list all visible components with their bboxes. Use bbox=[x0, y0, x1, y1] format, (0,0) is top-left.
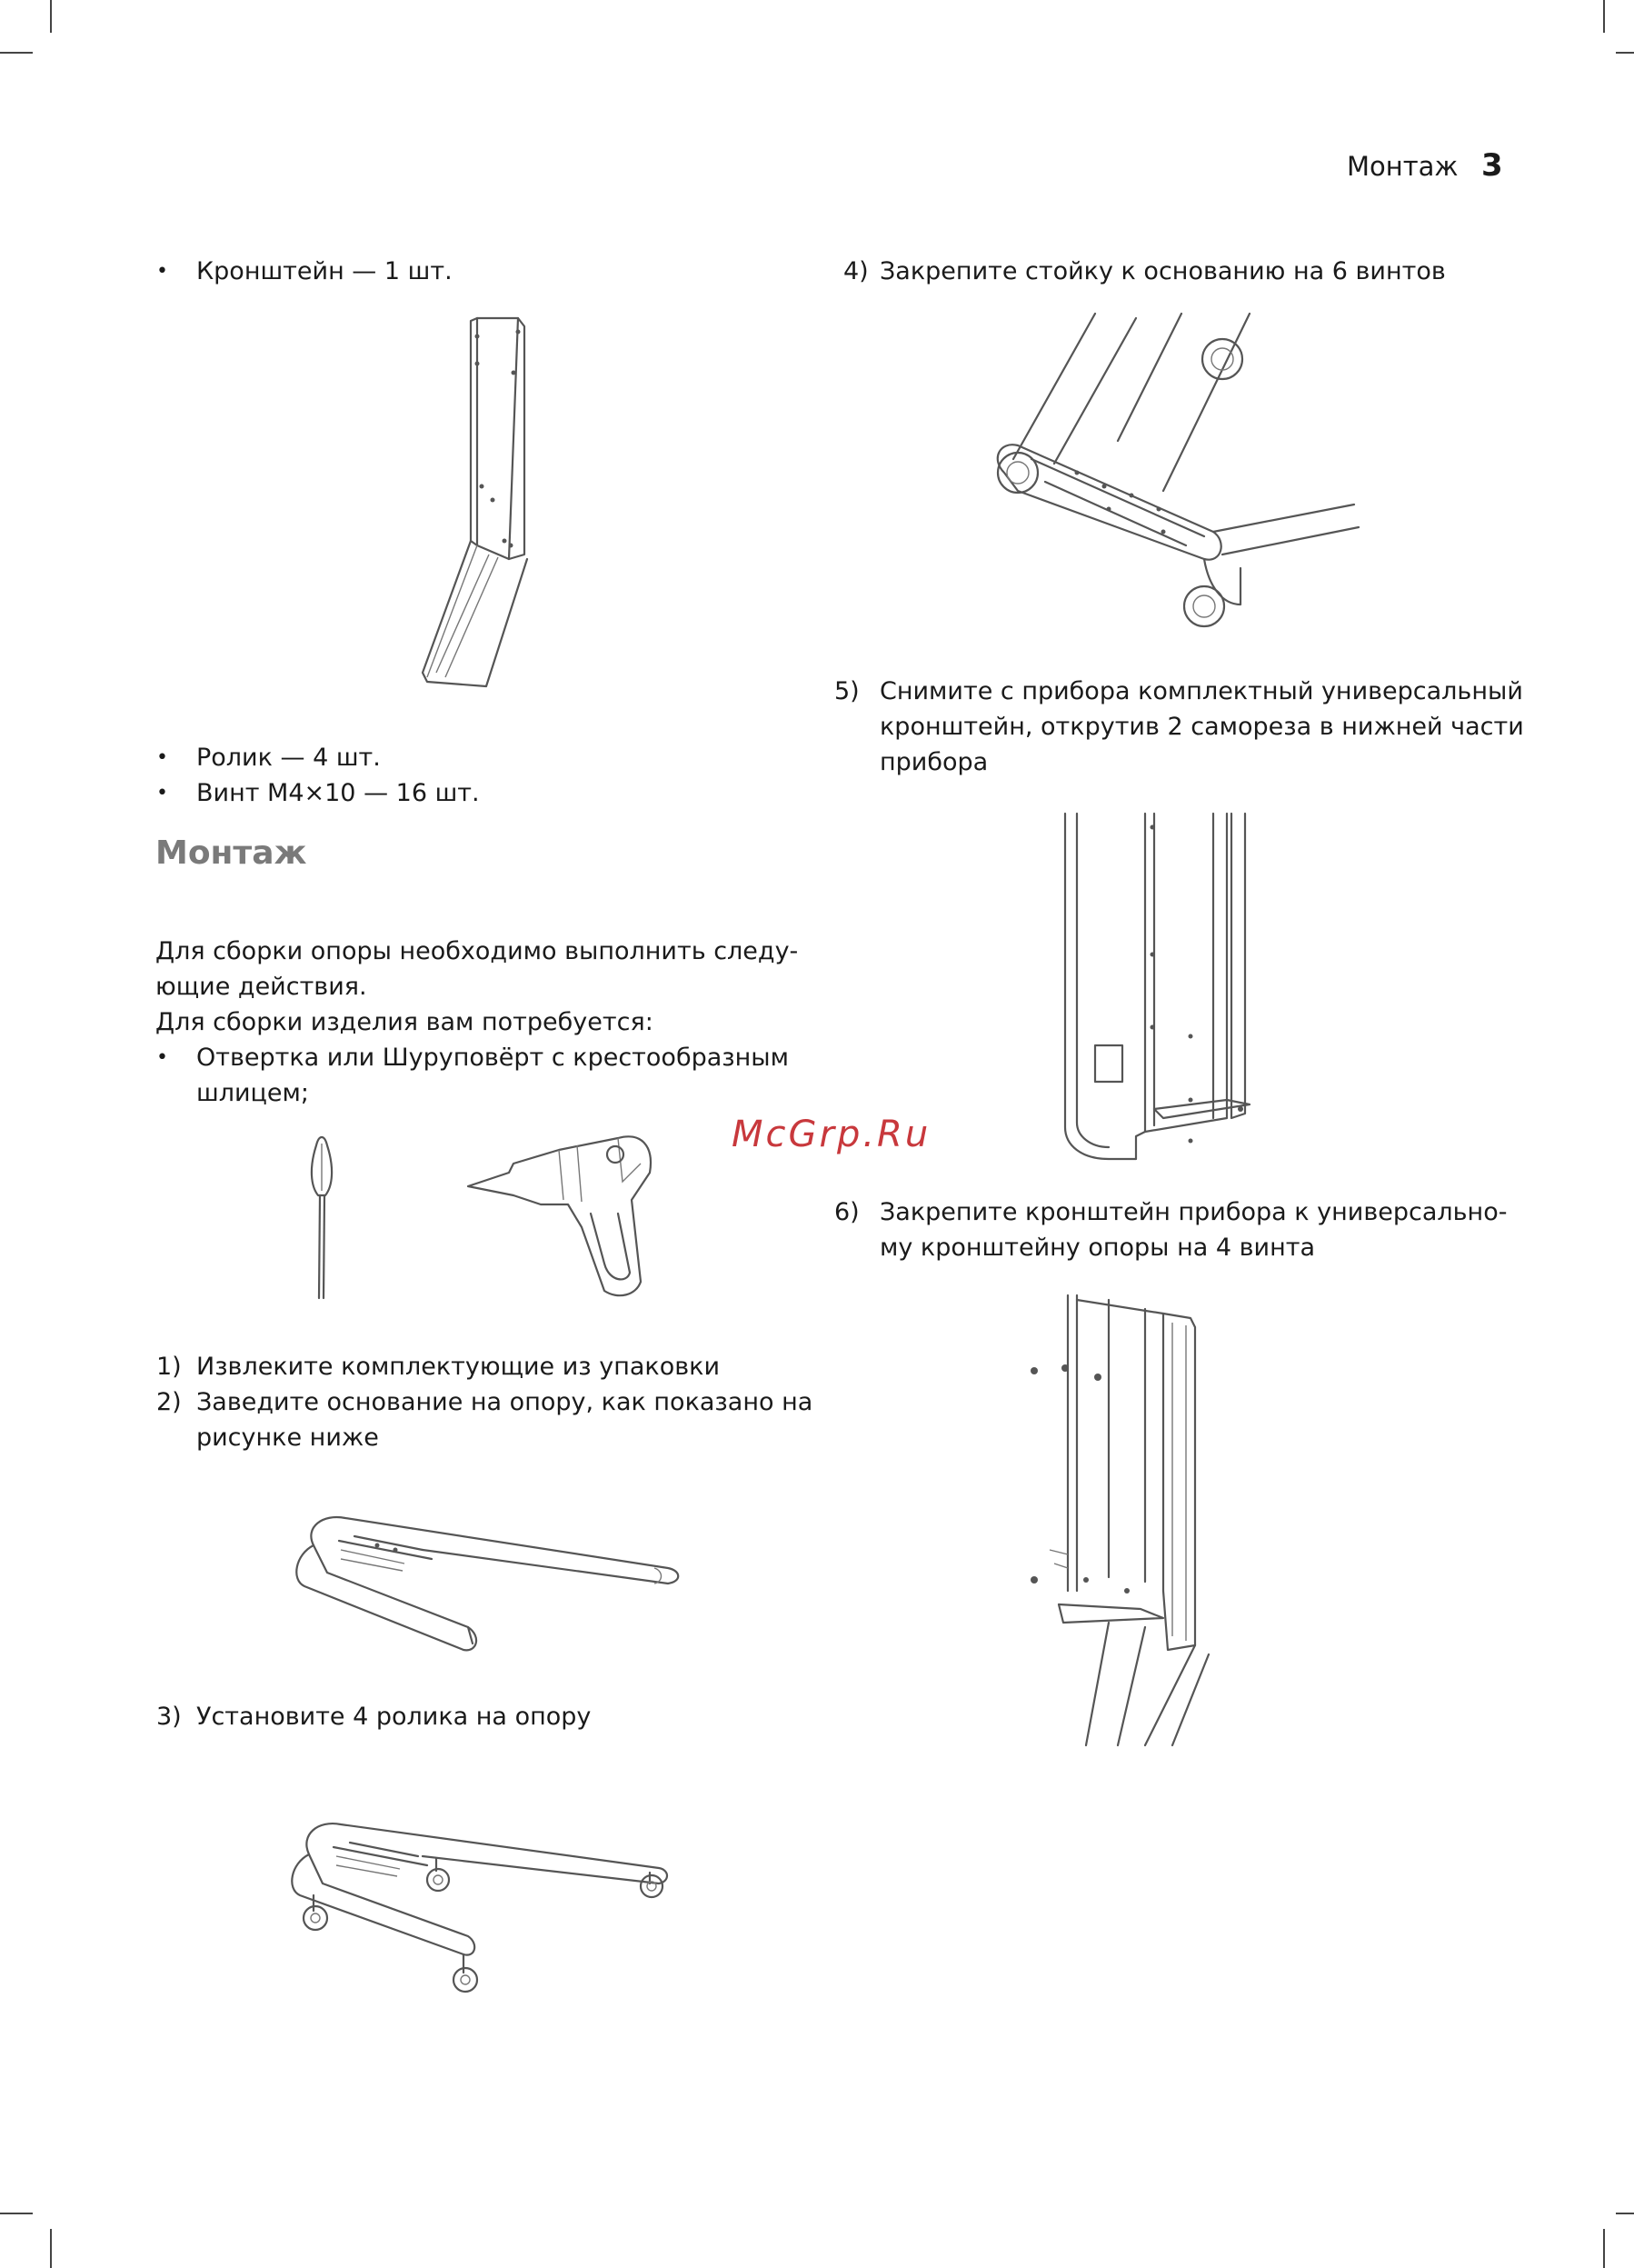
bullet-dot: • bbox=[156, 746, 168, 769]
crop-mark bbox=[50, 2229, 52, 2268]
step-number: 2) bbox=[156, 1388, 182, 1416]
intro-line: Для сборки опоры необходимо выполнить сл… bbox=[155, 937, 799, 965]
bullet-dot: • bbox=[156, 1046, 168, 1069]
step-text: Установите 4 ролика на опору bbox=[196, 1703, 592, 1731]
stand-to-base-illustration bbox=[996, 312, 1360, 628]
page-number: 3 bbox=[1481, 147, 1503, 184]
crop-mark bbox=[1616, 2213, 1634, 2214]
bullet-dot: • bbox=[156, 260, 168, 283]
step-number: 3) bbox=[156, 1703, 182, 1731]
step-text: рисунке ниже bbox=[196, 1424, 379, 1452]
step-text: Снимите с прибора комплектный универсаль… bbox=[880, 677, 1523, 705]
base-with-rollers-illustration bbox=[291, 1822, 669, 1993]
bracket-attach-illustration bbox=[1031, 1294, 1211, 1747]
step-text: Закрепите стойку к основанию на 6 винтов bbox=[880, 257, 1446, 285]
tool-line: шлицем; bbox=[196, 1079, 309, 1107]
list-item-bracket: Кронштейн — 1 шт. bbox=[196, 257, 453, 285]
step-number: 5) bbox=[834, 677, 860, 705]
intro-line: ющие действия. bbox=[155, 973, 367, 1001]
base-frame-illustration bbox=[295, 1515, 680, 1652]
step-text: Закрепите кронштейн прибора к универсаль… bbox=[880, 1198, 1508, 1226]
crop-mark bbox=[1616, 52, 1634, 54]
crop-mark bbox=[0, 52, 33, 54]
crop-mark bbox=[50, 0, 52, 33]
step-text: му кронштейну опоры на 4 винта bbox=[880, 1234, 1316, 1262]
step-text: Заведите основание на опору, как показан… bbox=[196, 1388, 813, 1416]
tool-line: Отвертка или Шуруповёрт с крестообразным bbox=[196, 1044, 789, 1072]
step-text: кронштейн, открутив 2 самореза в нижней … bbox=[880, 713, 1524, 741]
drill-illustration bbox=[466, 1135, 653, 1297]
step-number: 1) bbox=[156, 1353, 182, 1381]
crop-mark bbox=[1603, 2229, 1605, 2268]
step-number: 4) bbox=[843, 257, 869, 285]
section-title: Монтаж bbox=[155, 834, 307, 872]
bullet-dot: • bbox=[156, 782, 168, 804]
list-item-screw: Винт М4×10 — 16 шт. bbox=[196, 779, 480, 807]
step-text: прибора bbox=[880, 748, 989, 776]
running-header: Монтаж bbox=[1347, 151, 1459, 182]
step-text: Извлеките комплектующие из упаковки bbox=[196, 1353, 721, 1381]
crop-mark bbox=[1603, 0, 1605, 33]
screwdriver-illustration bbox=[310, 1135, 334, 1300]
intro-line: Для сборки изделия вам потребуется: bbox=[155, 1008, 653, 1036]
crop-mark bbox=[0, 2213, 33, 2214]
watermark: McGrp.Ru bbox=[732, 1114, 932, 1155]
list-item-roller: Ролик — 4 шт. bbox=[196, 744, 381, 772]
bracket-illustration bbox=[421, 316, 529, 688]
device-back-illustration bbox=[1063, 812, 1251, 1161]
step-number: 6) bbox=[834, 1198, 860, 1226]
